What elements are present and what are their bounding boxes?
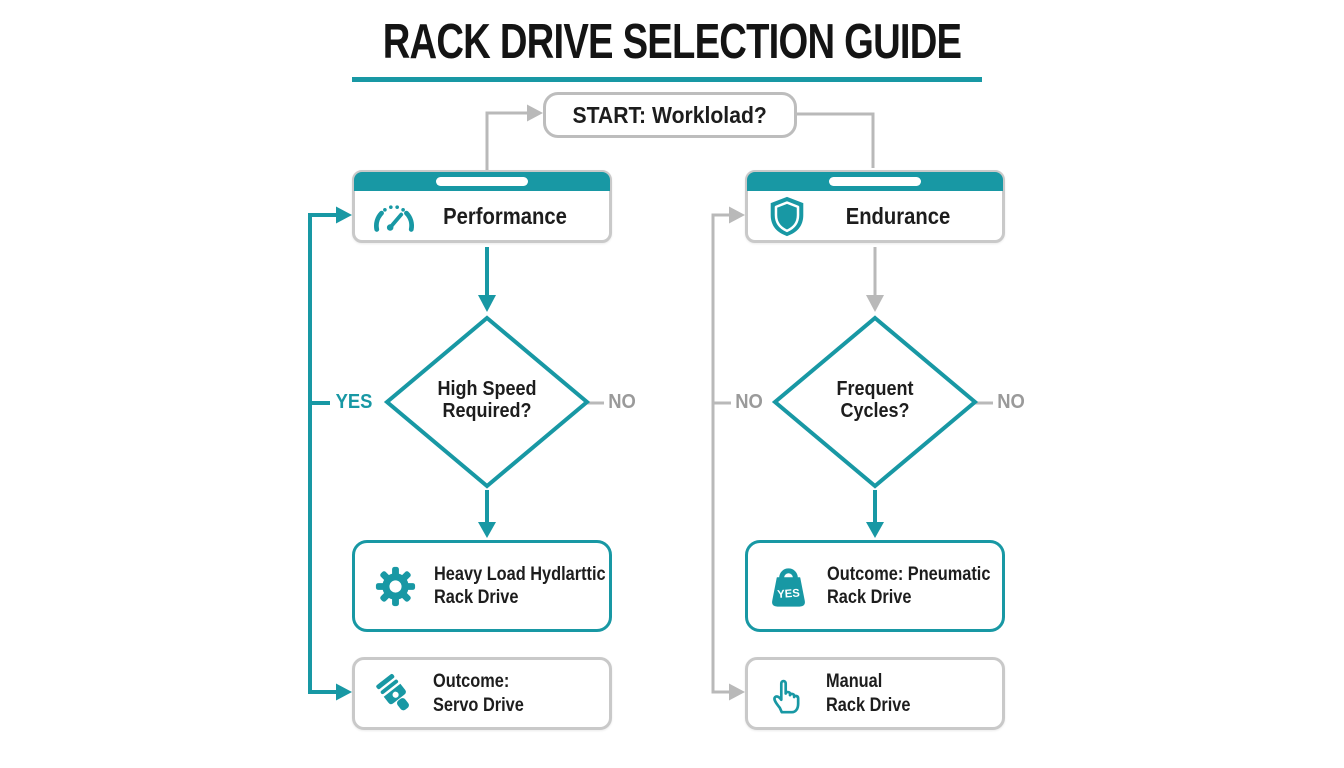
outcome-servo: Outcome: Servo Drive [352, 657, 612, 730]
outcome-heavy-load: Heavy Load Hydlarttic Rack Drive [352, 540, 612, 632]
start-node: START: Worklolad? [543, 92, 797, 138]
branch-label-no-right-diamond-right: NO [997, 391, 1025, 413]
gauge-icon [371, 193, 417, 239]
connector-yes-branch-left [308, 213, 336, 694]
gray-arrowheads [527, 104, 884, 701]
arrowhead-into-servo [336, 683, 352, 701]
start-label: START: Worklolad? [572, 101, 768, 128]
header-pill [829, 177, 921, 186]
header-pill [436, 177, 528, 186]
category-header-bar [354, 172, 610, 191]
connector-performance-to-start [485, 111, 528, 170]
arrowhead-into-endurance [729, 206, 745, 224]
branch-label-yes: YES [335, 391, 373, 413]
piston-icon [372, 671, 418, 717]
gray-connectors [485, 111, 993, 694]
arrowhead-into-right-diamond [866, 295, 884, 312]
outcome-text: Manual Rack Drive [826, 671, 911, 716]
hand-icon [765, 671, 811, 717]
arrowhead-into-pneumatic [866, 522, 884, 538]
decision-diamond-right [771, 315, 979, 489]
category-label: Performance [443, 202, 567, 229]
weight-badge-label: YES [777, 587, 801, 601]
outcome-manual: Manual Rack Drive [745, 657, 1005, 730]
outcome-text: Heavy Load Hydlarttic Rack Drive [434, 563, 606, 608]
decision-diamond-left [383, 315, 591, 489]
category-header-bar [747, 172, 1003, 191]
arrowhead-into-manual [729, 683, 745, 701]
category-performance: Performance [352, 170, 612, 243]
title-underline [352, 77, 982, 82]
decision-text-left: High Speed Required? [437, 378, 537, 423]
category-endurance: Endurance [745, 170, 1005, 243]
connector-start-to-endurance [797, 112, 875, 168]
teal-connectors [308, 213, 877, 694]
decision-text-right: Frequent Cycles? [836, 378, 914, 423]
arrowhead-into-left-diamond [478, 295, 496, 312]
weight-icon: YES [765, 563, 812, 610]
category-label: Endurance [845, 202, 951, 229]
arrowhead-into-performance [336, 206, 352, 224]
shield-icon [764, 193, 810, 239]
gear-icon [372, 563, 419, 610]
branch-label-no-right-diamond-left: NO [735, 391, 763, 413]
branch-label-no-left-diamond: NO [608, 391, 636, 413]
page-title: RACK DRIVE SELECTION GUIDE [382, 15, 962, 69]
connector-no-branch-right [711, 213, 729, 694]
outcome-text: Outcome: Pneumatic Rack Drive [827, 563, 991, 608]
teal-arrowheads [336, 206, 884, 701]
arrowhead-into-start [527, 104, 543, 122]
outcome-text: Outcome: Servo Drive [433, 671, 524, 716]
arrowhead-into-heavyload [478, 522, 496, 538]
outcome-pneumatic: YES Outcome: Pneumatic Rack Drive [745, 540, 1005, 632]
